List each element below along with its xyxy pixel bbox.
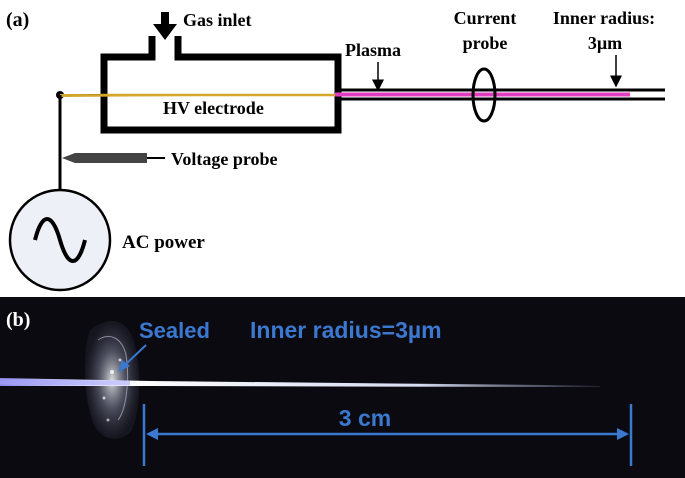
sealed-label: Sealed: [139, 318, 210, 343]
ac-power-label: AC power: [122, 232, 205, 253]
panel-b: (b) Sealed Inner radius=3µm 3 cm: [0, 297, 685, 478]
current-probe-label-2: probe: [463, 33, 508, 53]
hv-electrode-label: HV electrode: [163, 98, 264, 118]
voltage-probe: [62, 153, 165, 163]
capillary-glow: [0, 379, 131, 386]
gas-inlet-label: Gas inlet: [183, 10, 252, 30]
scale-label: 3 cm: [339, 405, 391, 431]
inner-radius-label-1: Inner radius:: [553, 8, 655, 28]
glowing-capillary: [0, 378, 600, 387]
inner-radius-label-2: 3µm: [588, 33, 622, 53]
sealed-pointer: [123, 344, 147, 367]
sine-wave-icon: [33, 217, 87, 263]
plasma-label: Plasma: [345, 40, 401, 60]
current-probe-label-1: Current: [454, 8, 517, 28]
gas-chamber: [100, 36, 342, 134]
panel-a-label: (a): [6, 9, 29, 31]
glass-seal: [84, 321, 140, 439]
panel-a: (a) Gas inlet HV electrode Plasma Curren…: [6, 8, 665, 292]
sealed-pointer-head: [118, 360, 130, 372]
gas-inlet-arrow: [153, 12, 177, 40]
current-probe-ring: [471, 67, 497, 123]
panel-b-label: (b): [6, 309, 30, 331]
inner-radius-photo-label: Inner radius=3µm: [250, 317, 442, 343]
scale-bar: [142, 404, 633, 466]
voltage-probe-label: Voltage probe: [171, 149, 278, 169]
